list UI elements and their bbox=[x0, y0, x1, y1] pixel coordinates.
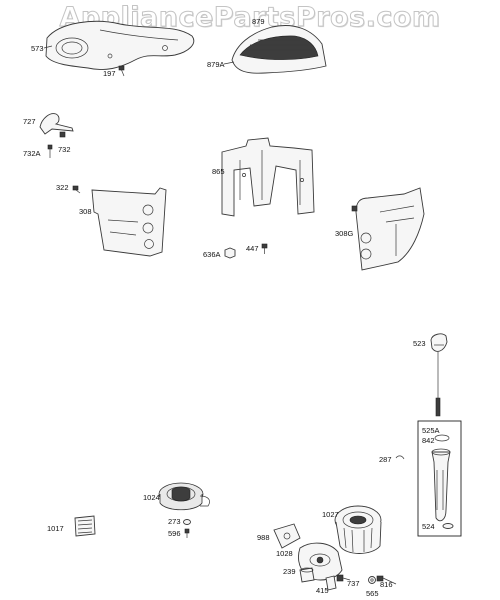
label-524: 524 bbox=[422, 522, 435, 531]
part-573-blower-housing[interactable] bbox=[45, 20, 195, 71]
label-239: 239 bbox=[283, 567, 296, 576]
label-737: 737 bbox=[347, 579, 360, 588]
part-1017-filter[interactable] bbox=[74, 515, 96, 537]
part-415-nipple[interactable] bbox=[325, 575, 337, 591]
part-732-nut[interactable] bbox=[59, 131, 66, 138]
label-197: 197 bbox=[103, 69, 116, 78]
part-1024-governor-gear[interactable] bbox=[158, 482, 210, 511]
label-287: 287 bbox=[379, 455, 392, 464]
label-1024: 1024 bbox=[143, 493, 160, 502]
label-879: 879 bbox=[252, 17, 265, 26]
part-879a-cover[interactable] bbox=[231, 25, 327, 74]
part-865-bracket[interactable] bbox=[221, 137, 315, 217]
part-525a-dipstick-tube-assembly[interactable] bbox=[417, 420, 462, 537]
part-322-screw[interactable] bbox=[72, 185, 81, 194]
part-447-screw[interactable] bbox=[261, 243, 268, 254]
label-732: 732 bbox=[58, 145, 71, 154]
part-737-bolt[interactable] bbox=[336, 574, 351, 582]
label-322: 322 bbox=[56, 183, 69, 192]
part-988-adapter-plate[interactable] bbox=[273, 523, 301, 549]
label-596: 596 bbox=[168, 529, 181, 538]
part-273-washer[interactable] bbox=[183, 519, 191, 525]
part-197-screw[interactable] bbox=[118, 65, 125, 77]
label-732a: 732A bbox=[23, 149, 41, 158]
part-816-washer[interactable] bbox=[368, 576, 376, 584]
part-565-screw[interactable] bbox=[376, 575, 397, 585]
label-525a: 525A bbox=[422, 426, 440, 435]
label-1028: 1028 bbox=[276, 549, 293, 558]
label-842: 842 bbox=[422, 436, 435, 445]
label-988: 988 bbox=[257, 533, 270, 542]
label-573: 573 bbox=[31, 44, 44, 53]
label-308g: 308G bbox=[335, 229, 354, 238]
part-1027-oil-filter[interactable] bbox=[334, 505, 382, 554]
label-565: 565 bbox=[366, 589, 379, 598]
label-523: 523 bbox=[413, 339, 426, 348]
label-879a: 879A bbox=[207, 60, 225, 69]
label-1027: 1027 bbox=[322, 510, 339, 519]
part-636a-nut[interactable] bbox=[224, 247, 236, 259]
part-732a-screw[interactable] bbox=[47, 144, 53, 158]
part-727-bracket[interactable] bbox=[39, 113, 74, 135]
part-239-fitting[interactable] bbox=[299, 567, 315, 583]
part-523-dipstick[interactable] bbox=[430, 333, 448, 417]
label-865: 865 bbox=[212, 167, 225, 176]
label-308: 308 bbox=[79, 207, 92, 216]
label-415: 415 bbox=[316, 586, 329, 595]
part-308-baffle[interactable] bbox=[91, 187, 167, 257]
label-447: 447 bbox=[246, 244, 259, 253]
part-596-pin[interactable] bbox=[184, 528, 190, 538]
label-816: 816 bbox=[380, 580, 393, 589]
label-1017: 1017 bbox=[47, 524, 64, 533]
part-287-seal[interactable] bbox=[395, 455, 405, 460]
label-727: 727 bbox=[23, 117, 36, 126]
label-273: 273 bbox=[168, 517, 181, 526]
label-636a: 636A bbox=[203, 250, 221, 259]
part-308g-baffle[interactable] bbox=[351, 187, 425, 271]
